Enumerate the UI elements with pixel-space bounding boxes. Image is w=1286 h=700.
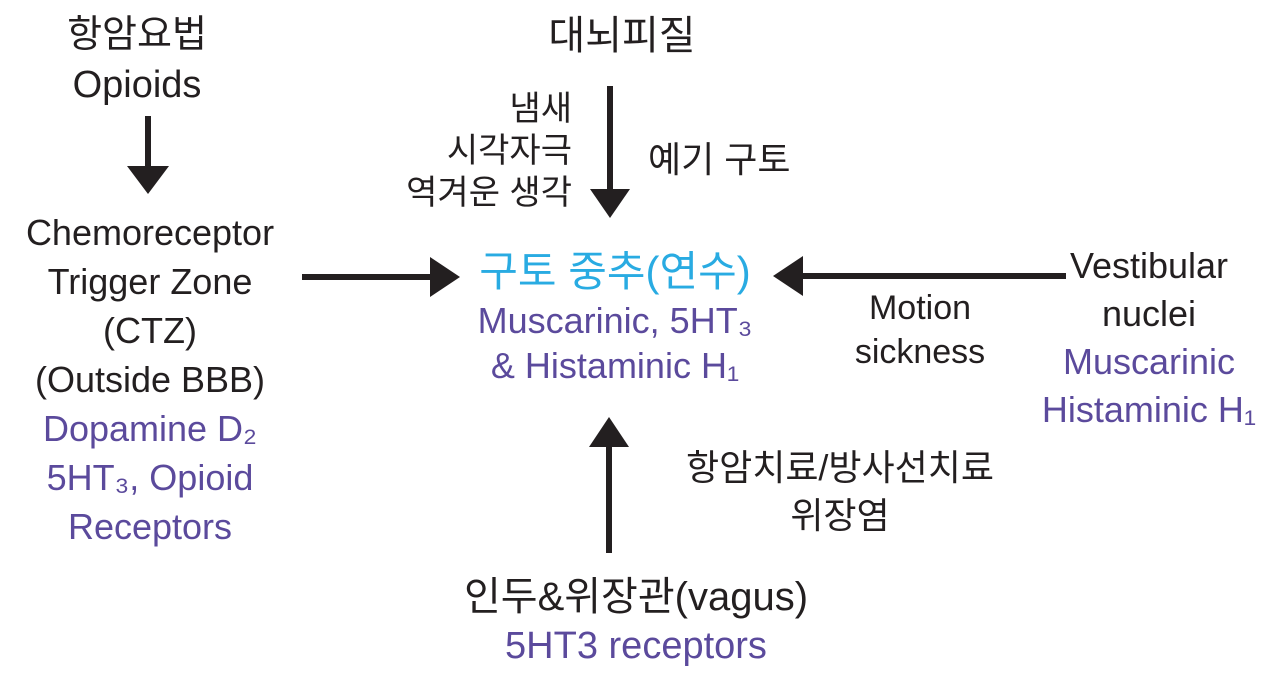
pharynx-gi-receptor: 5HT3 receptors <box>505 625 767 667</box>
vestibular-line-2: nuclei <box>1101 293 1197 334</box>
ctz-receptor-dopamine: Dopamine D₂ <box>42 408 258 449</box>
ctz-line-1: Chemoreceptor <box>25 212 275 253</box>
cerebral-cortex-label: 대뇌피질 <box>548 14 696 58</box>
motion-sickness-line-1: Motion <box>868 289 972 327</box>
motion-sickness-line-2: sickness <box>854 333 986 371</box>
arrow-cortex-to-vomiting-center <box>590 86 630 218</box>
ctz-line-4: (Outside BBB) <box>34 359 266 400</box>
node-vestibular-nuclei: Vestibular nuclei Muscarinic Histaminic … <box>1024 242 1274 434</box>
anticipatory-vomiting-text: 예기 구토 <box>648 139 791 180</box>
label-anticipatory-vomiting: 예기 구토 <box>648 140 868 180</box>
ctz-line-2: Trigger Zone <box>47 261 253 302</box>
vomiting-center-receptor-2: & Histaminic H₁ <box>490 345 740 386</box>
vestibular-line-1: Vestibular <box>1069 245 1229 286</box>
chemotherapy-label-korean: 항암요법 <box>67 14 207 56</box>
ctz-receptor-receptors: Receptors <box>67 506 233 547</box>
ctz-line-3: (CTZ) <box>103 310 197 351</box>
gi-cause-line-2: 위장염 <box>790 495 890 536</box>
node-chemoreceptor-trigger-zone: Chemoreceptor Trigger Zone (CTZ) (Outsid… <box>0 208 300 551</box>
stimulus-disgusting-thought: 역겨운 생각 <box>406 174 572 212</box>
arrow-gi-to-vomiting-center <box>589 417 629 553</box>
opioids-label: Opioids <box>72 64 202 106</box>
label-cortex-stimuli: 냄새 시각자극 역겨운 생각 <box>342 88 572 214</box>
node-cerebral-cortex: 대뇌피질 <box>497 12 747 60</box>
stimulus-smell: 냄새 <box>509 90 572 128</box>
vomiting-center-receptor-1: Muscarinic, 5HT₃ <box>477 300 753 341</box>
node-chemotherapy-opioids: 항암요법 Opioids <box>17 10 257 110</box>
arrow-ctz-to-vomiting-center <box>302 257 460 297</box>
label-chemo-radiation-gastroenteritis: 항암치료/방사선치료 위장염 <box>650 444 1030 540</box>
vestibular-receptor-histaminic: Histaminic H₁ <box>1041 389 1257 430</box>
node-vomiting-center: 구토 중추(연수) Muscarinic, 5HT₃ & Histaminic … <box>450 246 780 388</box>
ctz-receptor-5ht3-opioid: 5HT₃, Opioid <box>46 457 254 498</box>
label-motion-sickness: Motion sickness <box>830 286 1010 374</box>
vomiting-center-title: 구토 중추(연수) <box>479 248 751 295</box>
gi-cause-line-1: 항암치료/방사선치료 <box>685 447 995 488</box>
vestibular-receptor-muscarinic: Muscarinic <box>1062 341 1236 382</box>
arrow-opioids-to-ctz <box>127 116 169 194</box>
node-pharynx-gi-vagus: 인두&위장관(vagus) 5HT3 receptors <box>436 570 836 668</box>
pharynx-gi-title: 인두&위장관(vagus) <box>463 575 809 619</box>
stimulus-visual: 시각자극 <box>446 132 572 170</box>
